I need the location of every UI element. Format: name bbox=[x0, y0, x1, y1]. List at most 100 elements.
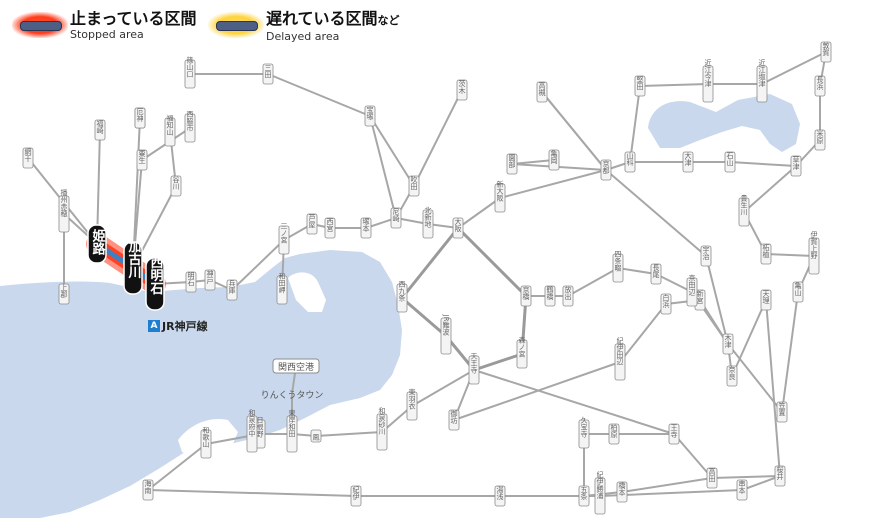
station-kitashinchi[interactable]: 北新地 bbox=[422, 207, 434, 239]
station-kibukawa[interactable]: 貴生川 bbox=[738, 194, 750, 227]
station-shinosaka[interactable]: 新大阪 bbox=[494, 180, 506, 213]
station-maibara[interactable]: 米原 bbox=[814, 129, 826, 151]
station-izumisuna[interactable]: 和泉砂川 bbox=[376, 406, 388, 451]
station-sakurai[interactable]: 桜井 bbox=[774, 465, 786, 487]
station-yamashina[interactable]: 山科 bbox=[624, 151, 636, 173]
station-tanikawa[interactable]: 谷川 bbox=[170, 175, 182, 197]
station-shirahama[interactable]: 白浜 bbox=[660, 293, 672, 315]
station-katata[interactable]: 堅田 bbox=[634, 75, 646, 97]
station-rinku[interactable]: りんくうタウン bbox=[261, 390, 324, 401]
rail-segment-takada-oji bbox=[673, 433, 713, 479]
station-tsuruga[interactable]: 敦賀 bbox=[820, 41, 832, 63]
station-amagasaki[interactable]: 尼崎 bbox=[390, 207, 402, 229]
station-morinomiya[interactable]: 森ノ宮 bbox=[516, 336, 528, 369]
station-kushimoto[interactable]: 串本 bbox=[736, 479, 748, 501]
station-kasagi[interactable]: 笠置 bbox=[776, 401, 788, 423]
station-kyoto[interactable]: 京都 bbox=[600, 159, 612, 181]
station-iga[interactable]: 伊賀上野 bbox=[808, 230, 820, 275]
station-oji[interactable]: 王寺 bbox=[668, 423, 680, 445]
station-fukusaki[interactable]: 福崎 bbox=[94, 119, 106, 141]
station-kamigori[interactable]: 上郡 bbox=[58, 283, 70, 305]
station-kansaikuko[interactable]: 関西空港 bbox=[272, 358, 320, 374]
station-shijonawate[interactable]: 四条畷 bbox=[612, 251, 624, 283]
station-hineno[interactable]: 日根野 bbox=[254, 417, 266, 449]
osaka-loop-line[interactable] bbox=[400, 226, 528, 372]
station-takada[interactable]: 高田 bbox=[706, 467, 718, 489]
station-kizu[interactable]: 木津 bbox=[722, 333, 734, 355]
station-gobo[interactable]: 御坊 bbox=[448, 409, 460, 431]
rail-segment-sakurai-takada bbox=[711, 475, 781, 479]
station-fukuchiyama[interactable]: 福知山 bbox=[164, 114, 176, 147]
station-kyotanabe[interactable]: 京田辺 bbox=[686, 274, 698, 307]
station-shigino[interactable]: 放出 bbox=[562, 285, 574, 307]
station-ashiya[interactable]: 芦屋 bbox=[306, 213, 318, 235]
station-tennoji[interactable]: 天王寺 bbox=[468, 353, 480, 385]
station-hyogo[interactable]: 兵庫 bbox=[226, 279, 238, 301]
legend-delayed: 遅れている区間など Delayed area bbox=[208, 10, 400, 43]
station-label: 粟生 bbox=[138, 150, 146, 164]
station-tondabayashi[interactable]: 久宝寺 bbox=[578, 416, 590, 449]
station-kishiwada[interactable]: 東岸和田 bbox=[286, 408, 298, 453]
station-aboshi[interactable]: 網干 bbox=[22, 147, 34, 169]
station-sonobe[interactable]: 園部 bbox=[506, 153, 518, 175]
station-wadamisaki[interactable]: 和田岬 bbox=[276, 272, 288, 305]
station-misakicho[interactable]: 紀伊 bbox=[350, 485, 362, 507]
station-akashi[interactable]: 明石 bbox=[185, 271, 197, 293]
station-kusatsu[interactable]: 草津 bbox=[790, 155, 802, 177]
station-kyobashi[interactable]: 京橋 bbox=[520, 285, 532, 307]
station-tsuge[interactable]: 柘植 bbox=[760, 243, 772, 265]
station-marker bbox=[22, 147, 34, 169]
station-takarazuka[interactable]: 宝塚 bbox=[364, 105, 376, 127]
station-sanda[interactable]: 三田 bbox=[262, 63, 274, 85]
station-nagao[interactable]: 長尾 bbox=[650, 263, 662, 285]
station-label: 長尾 bbox=[652, 264, 660, 279]
station-ogoto[interactable]: 近江今津 bbox=[702, 58, 714, 103]
station-izumi[interactable]: 和泉府中 bbox=[246, 408, 258, 453]
station-kakogawa2[interactable]: 厄神 bbox=[134, 107, 146, 129]
station-kobe[interactable]: 神戸 bbox=[204, 269, 216, 291]
station-kakogawa[interactable]: 加古川 bbox=[123, 240, 143, 295]
station-marker bbox=[376, 413, 388, 451]
station-omiimazu[interactable]: 近江塩津 bbox=[756, 58, 768, 103]
station-layer: 姫路加古川西明石明石神戸 三ノ宮 芦屋 尼崎 大阪 新大阪 京都天王寺 奈良 西九条 JR難波関西… bbox=[22, 41, 832, 515]
station-kametoka[interactable]: 亀岡 bbox=[548, 149, 560, 171]
station-tsuruhashi[interactable]: 鶴橋 bbox=[544, 285, 556, 307]
station-nara[interactable]: 奈良 bbox=[726, 365, 738, 387]
station-yuasa[interactable]: 湯浅 bbox=[494, 485, 506, 507]
station-kumatori[interactable]: 東羽衣 bbox=[406, 388, 418, 421]
station-nishinomiya[interactable]: 西宮 bbox=[324, 217, 336, 239]
station-hakubi[interactable]: 播州赤穂 bbox=[58, 188, 70, 233]
station-takatsuki[interactable]: 高槻 bbox=[536, 81, 548, 103]
station-hashimoto[interactable]: 橋本 bbox=[616, 481, 628, 503]
station-kanzaki[interactable]: 塚本 bbox=[360, 217, 372, 239]
station-himeji[interactable]: 姫路 bbox=[87, 224, 107, 264]
station-ono[interactable]: 粟生 bbox=[136, 149, 148, 171]
station-tenri[interactable]: 天理 bbox=[760, 289, 772, 311]
station-otori[interactable]: 鳳 bbox=[310, 429, 322, 443]
station-sannomiya[interactable]: 三ノ宮 bbox=[278, 223, 290, 255]
station-uji[interactable]: 宇治 bbox=[700, 245, 712, 267]
station-katsuura[interactable]: 紀伊勝浦 bbox=[594, 470, 606, 515]
station-kiitanabe[interactable]: 紀伊田辺 bbox=[614, 336, 626, 381]
station-ishiyama[interactable]: 石山 bbox=[724, 151, 736, 173]
station-nishikujo[interactable]: 西九条 bbox=[396, 281, 408, 313]
station-shingu[interactable]: 新宮 bbox=[694, 289, 706, 311]
station-nishiwaki[interactable]: 西脇市 bbox=[184, 111, 196, 143]
station-kainan[interactable]: 海南 bbox=[142, 479, 154, 501]
station-kashiwara[interactable]: 柏原 bbox=[608, 423, 620, 445]
station-otsu[interactable]: 大津 bbox=[682, 151, 694, 173]
station-marker bbox=[408, 175, 420, 197]
line-tag-jr-kobe[interactable]: A JR神戸線 bbox=[148, 318, 208, 334]
station-nishiakashi[interactable]: 西明石 bbox=[145, 256, 165, 311]
station-label: 桜井 bbox=[776, 465, 784, 481]
station-wakayama[interactable]: 和歌山 bbox=[200, 426, 212, 459]
station-kameyama[interactable]: 亀山 bbox=[792, 281, 804, 303]
station-jrnanba[interactable]: JR難波 bbox=[440, 314, 452, 355]
station-label: 厄神 bbox=[136, 108, 144, 123]
station-gojo[interactable]: 五条 bbox=[578, 485, 590, 507]
station-osaka[interactable]: 大阪 bbox=[452, 217, 464, 239]
station-sasayama[interactable]: 篠山口 bbox=[184, 56, 196, 89]
station-nagahama[interactable]: 長浜 bbox=[814, 75, 826, 97]
station-ibaraki[interactable]: 茨木 bbox=[456, 79, 468, 101]
station-suita[interactable]: 吹田 bbox=[408, 175, 420, 197]
